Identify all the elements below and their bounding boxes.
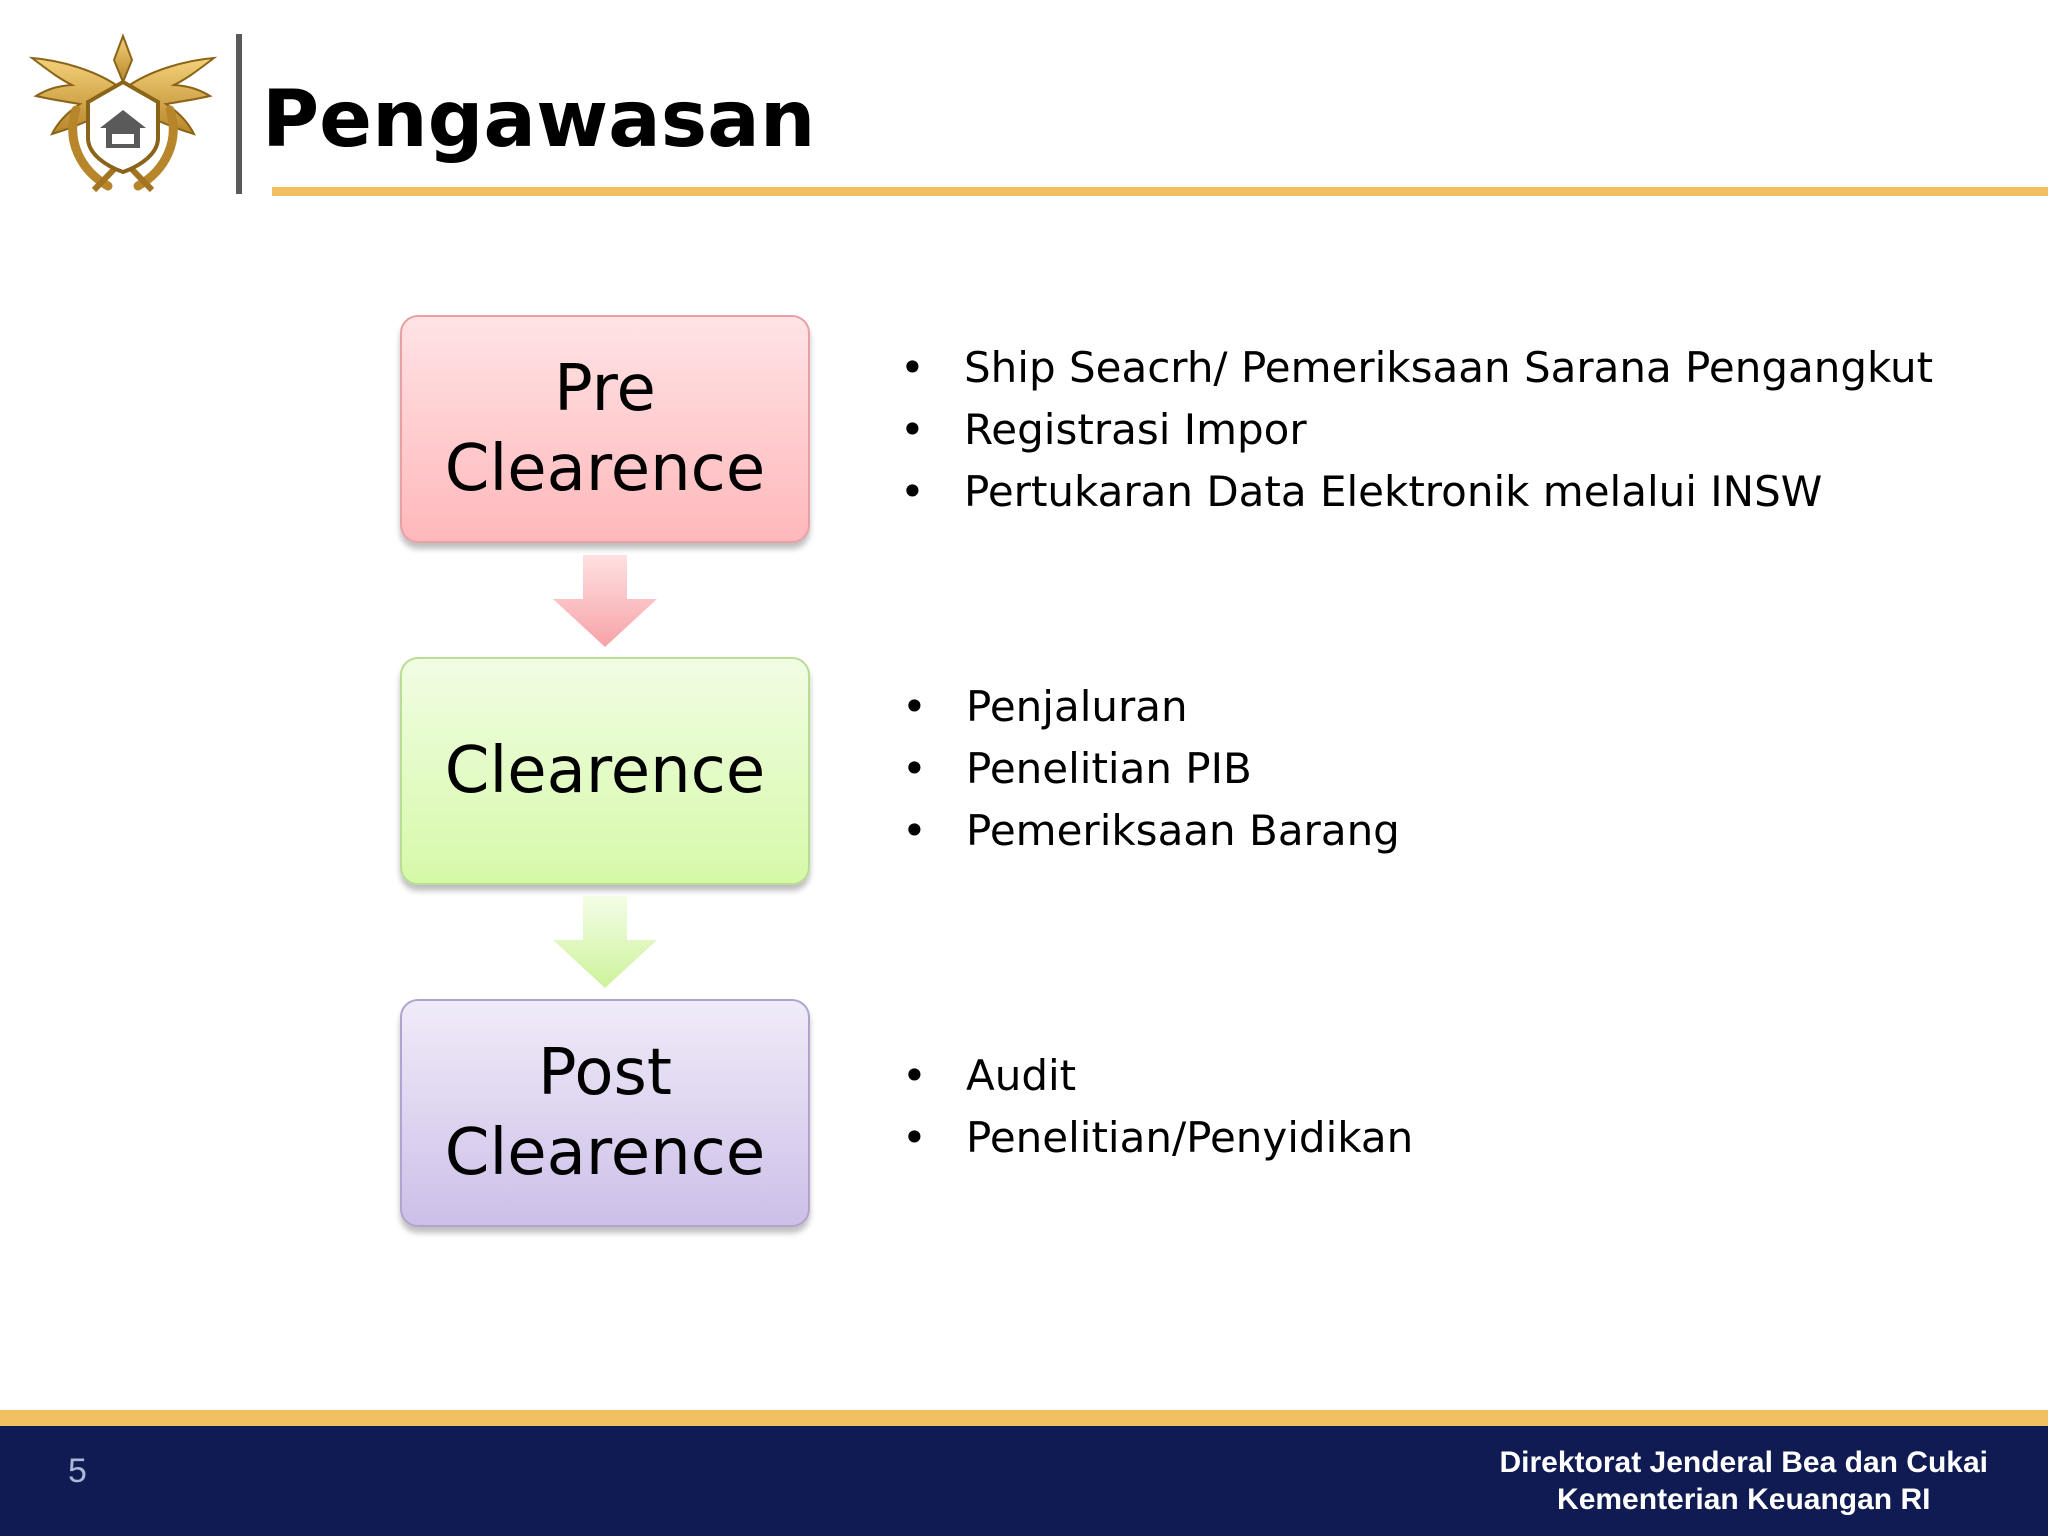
bullet-item: Pertukaran Data Elektronik melalui INSW xyxy=(900,461,1933,523)
bullet-item: Penelitian/Penyidikan xyxy=(902,1107,1413,1169)
arrow-down-icon xyxy=(553,896,657,988)
footer-accent-rule xyxy=(0,1410,2048,1426)
stage-pre-clearence: Pre Clearence xyxy=(400,315,810,543)
pre-clearence-bullets: Ship Seacrh/ Pemeriksaan Sarana Pengangk… xyxy=(900,337,1933,523)
bullet-item: Pemeriksaan Barang xyxy=(902,800,1400,862)
stage-clearence: Clearence xyxy=(400,657,810,885)
bullet-item: Ship Seacrh/ Pemeriksaan Sarana Pengangk… xyxy=(900,337,1933,399)
bullet-item: Penjaluran xyxy=(902,676,1400,738)
footer-bar xyxy=(0,1426,2048,1536)
stage-post-clearence: Post Clearence xyxy=(400,999,810,1227)
bullet-item: Registrasi Impor xyxy=(900,399,1933,461)
stage-label: Post Clearence xyxy=(444,1036,766,1190)
stage-label: Pre Clearence xyxy=(444,352,766,506)
arrow-down-icon xyxy=(553,555,657,647)
footer-org-line: Direktorat Jenderal Bea dan Cukai xyxy=(1499,1446,1988,1479)
customs-emblem-icon xyxy=(28,33,218,193)
stage-label: Clearence xyxy=(444,734,766,808)
page-title: Pengawasan xyxy=(262,75,816,165)
bullet-item: Audit xyxy=(902,1045,1413,1107)
footer-org-line: Kementerian Keuangan RI xyxy=(1557,1483,1931,1516)
post-clearence-bullets: Audit Penelitian/Penyidikan xyxy=(902,1045,1413,1169)
footer-organization: Direktorat Jenderal Bea dan Cukai Kement… xyxy=(1499,1444,1988,1518)
clearence-bullets: Penjaluran Penelitian PIB Pemeriksaan Ba… xyxy=(902,676,1400,862)
title-underline xyxy=(272,187,2048,196)
bullet-item: Penelitian PIB xyxy=(902,738,1400,800)
page-number: 5 xyxy=(68,1452,87,1490)
title-divider xyxy=(236,34,242,194)
